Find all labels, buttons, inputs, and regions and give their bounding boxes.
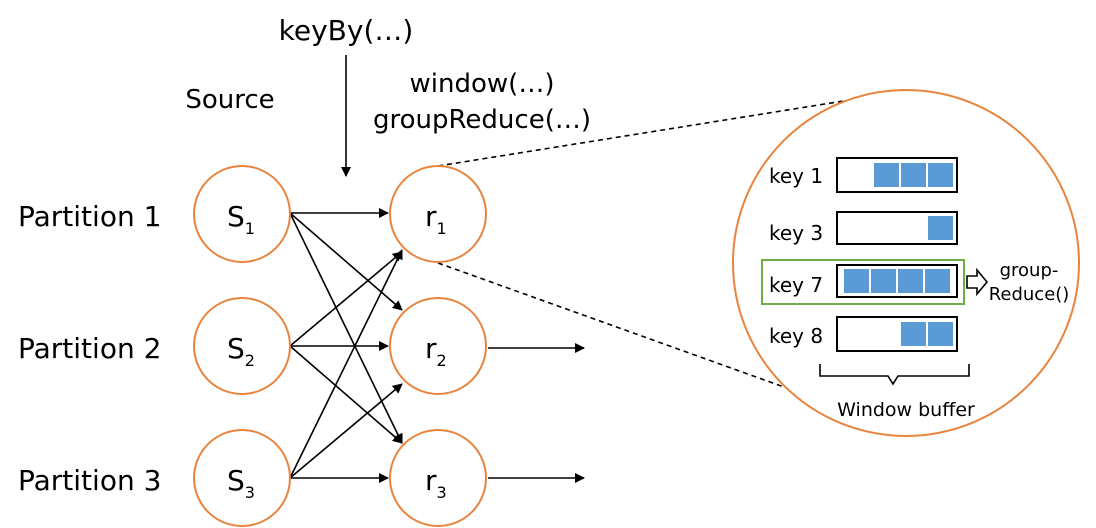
edge-s1-r3 <box>289 212 403 444</box>
reducer-node-1-label: r1 <box>425 200 447 238</box>
buffer-key-label: key 7 <box>769 273 823 297</box>
buffer-key-label: key 8 <box>769 324 823 348</box>
edge-s2-r1 <box>289 251 403 347</box>
reducer-node-3-label: r3 <box>425 464 447 502</box>
buffer-key-label: key 3 <box>769 221 823 245</box>
source-node-3: S3 <box>193 429 291 527</box>
zoom-detail: key 1 key 3 key 7 group- Reduce() <box>732 89 1080 437</box>
buffer-cell <box>899 320 928 348</box>
window-label: window(…) <box>410 69 555 99</box>
source-node-1-label: S1 <box>227 200 255 238</box>
window-buffer-brace <box>819 364 970 386</box>
highlight-box <box>761 259 965 305</box>
buffer-row-key-1: key 1 <box>769 157 958 193</box>
edge-s3-r2 <box>289 383 403 479</box>
reducer-node-2-label: r2 <box>425 332 447 370</box>
buffer-row-key-3: key 3 <box>769 211 958 245</box>
keyby-label: keyBy(…) <box>279 14 414 47</box>
group-reduce-out-label-2: Reduce() <box>989 284 1070 305</box>
group-reduce-label: groupReduce(…) <box>373 105 591 135</box>
source-node-3-label: S3 <box>227 464 255 502</box>
source-node-1: S1 <box>193 165 291 263</box>
buffer-cell <box>842 267 871 295</box>
zoom-line-top <box>437 90 907 167</box>
buffer-cell <box>926 161 955 189</box>
buffer-row-key-7: key 7 group- Reduce() <box>761 259 1070 305</box>
reducer-node-1: r1 <box>389 165 487 263</box>
partition-2-label: Partition 2 <box>18 332 161 365</box>
reducer-node-2: r2 <box>389 297 487 395</box>
shuffle-edges <box>289 208 403 483</box>
buffer-cell <box>923 267 952 295</box>
group-reduce-arrow-icon <box>966 267 989 297</box>
partition-1-label: Partition 1 <box>18 200 161 233</box>
edge-s2-r3 <box>289 345 403 444</box>
buffer-key-label: key 1 <box>769 164 823 188</box>
buffer-cell <box>899 161 928 189</box>
buffer-cell <box>896 267 925 295</box>
source-node-2-label: S2 <box>227 332 255 370</box>
source-node-2: S2 <box>193 297 291 395</box>
partition-3-label: Partition 3 <box>18 464 161 497</box>
reducer-node-3: r3 <box>389 429 487 527</box>
group-reduce-out-label-1: group- <box>1000 260 1059 281</box>
buffer-cell <box>872 161 901 189</box>
buffer-row-key-8: key 8 <box>769 316 958 352</box>
zoom-line-bottom <box>437 262 785 388</box>
edge-s3-r1 <box>289 249 403 479</box>
buffer-cell <box>926 320 955 348</box>
zoom-circle <box>732 89 1080 437</box>
edge-s1-r2 <box>289 212 403 311</box>
window-buffer-label: Window buffer <box>837 399 975 421</box>
buffer-cell <box>926 214 955 242</box>
source-label: Source <box>185 85 274 115</box>
buffer-cell <box>869 267 898 295</box>
